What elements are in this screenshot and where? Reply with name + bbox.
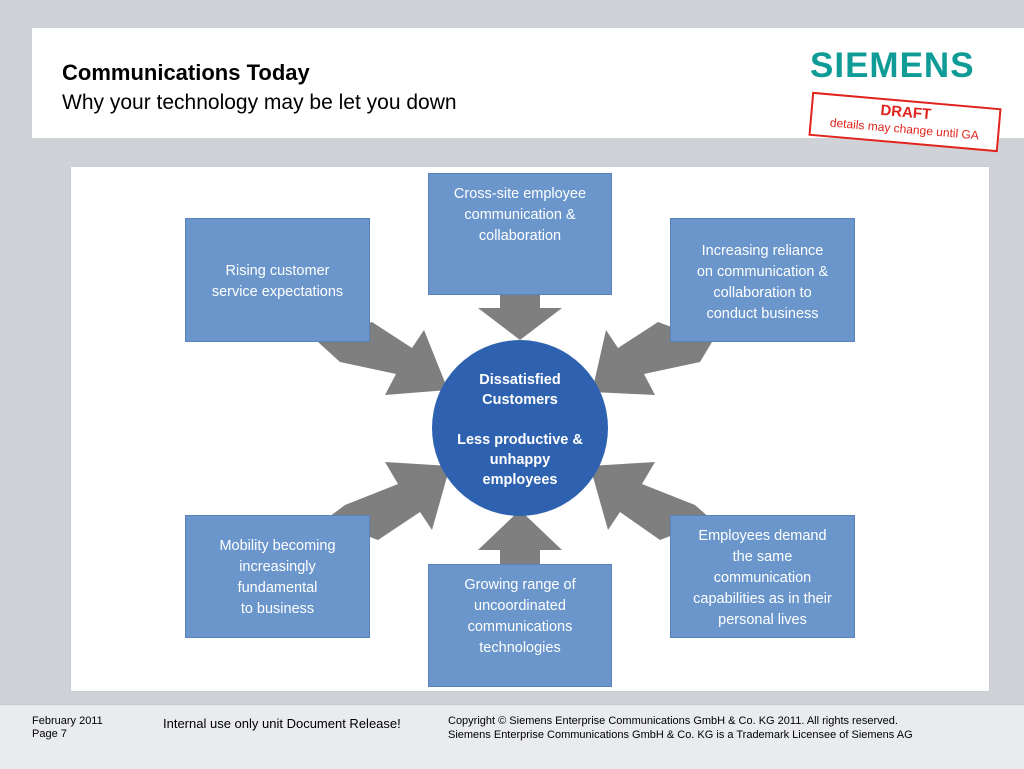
center-node-line1: Dissatisfied Customers	[479, 372, 561, 408]
node-top-right: Increasing reliance on communication & c…	[670, 218, 855, 342]
footer-date-page: February 2011 Page 7	[32, 715, 103, 741]
arrow-from-bottom	[478, 510, 562, 566]
arrow-from-top	[478, 294, 562, 340]
center-node: Dissatisfied Customers Less productive &…	[432, 340, 608, 516]
footer-date: February 2011	[32, 715, 103, 727]
footer-copyright-block: Copyright © Siemens Enterprise Communica…	[448, 714, 913, 742]
node-top-left: Rising customer service expectations	[185, 218, 370, 342]
footer-page: Page 7	[32, 728, 67, 740]
center-node-line2: Less productive & unhappy employees	[457, 432, 583, 488]
footer-copyright: Copyright © Siemens Enterprise Communica…	[448, 715, 898, 727]
node-bottom: Growing range of uncoordinated communica…	[428, 564, 612, 687]
slide-title: Communications Today	[62, 60, 310, 85]
node-bottom-left: Mobility becoming increasingly fundament…	[185, 515, 370, 638]
node-top: Cross-site employee communication & coll…	[428, 173, 612, 295]
footer-notice: Internal use only unit Document Release!	[163, 716, 401, 731]
footer-trademark: Siemens Enterprise Communications GmbH &…	[448, 729, 913, 741]
slide-header: Communications Today Why your technology…	[32, 28, 1024, 153]
slide-footer: February 2011 Page 7 Internal use only u…	[0, 704, 1024, 769]
slide-subtitle: Why your technology may be let you down	[62, 91, 457, 114]
node-bottom-right: Employees demand the same communication …	[670, 515, 855, 638]
siemens-logo: SIEMENS	[810, 46, 975, 85]
